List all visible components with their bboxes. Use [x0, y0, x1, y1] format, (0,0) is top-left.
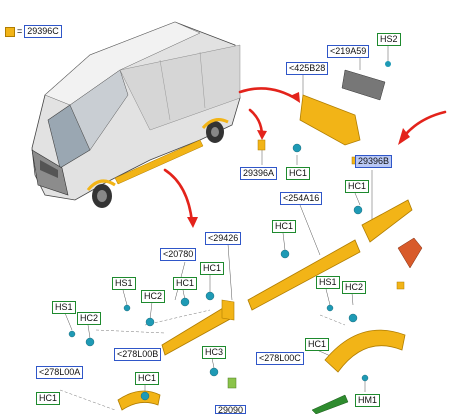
wheel-arch-trims [117, 329, 406, 414]
van-illustration [31, 21, 241, 208]
legend-equals: = [17, 26, 23, 36]
part-label-425B28[interactable]: <425B28 [286, 62, 329, 75]
fastener-label-hs1-a[interactable]: HS1 [112, 277, 136, 290]
fastener-label-hs1-c[interactable]: HS1 [52, 301, 76, 314]
part-label-219A59[interactable]: <219A59 [327, 45, 370, 58]
fastener-label-hc1-a[interactable]: HC1 [286, 167, 311, 180]
fastener-clips [68, 143, 369, 401]
fastener-label-hc2-b[interactable]: HC2 [342, 281, 367, 294]
fastener-label-hc2-c[interactable]: HC2 [77, 312, 102, 325]
fastener-label-hc1-g[interactable]: HC1 [305, 338, 330, 351]
part-label-254A16[interactable]: <254A16 [280, 192, 323, 205]
fastener-label-hm1[interactable]: HM1 [355, 394, 381, 407]
legend-part-label[interactable]: 29396C [24, 25, 62, 38]
part-label-29426[interactable]: <29426 [205, 232, 242, 245]
fastener-label-hc3[interactable]: HC3 [202, 346, 227, 359]
part-label-278L00B[interactable]: <278L00B [114, 348, 162, 361]
side-mouldings [161, 239, 361, 356]
legend: = 29396C [5, 25, 62, 38]
fastener-label-hs2[interactable]: HS2 [377, 33, 401, 46]
leader-lines [64, 45, 389, 394]
dashed-guides [59, 309, 346, 411]
yellow-square-icon [5, 26, 15, 37]
fastener-label-hc1-c[interactable]: HC1 [272, 220, 297, 233]
rear-quarter-moulding [361, 199, 423, 269]
part-label-29396A[interactable]: 29396A [240, 167, 278, 180]
part-label-29090[interactable]: 29090 [215, 405, 247, 414]
fastener-label-hc1-b[interactable]: HC1 [345, 180, 370, 193]
fastener-label-hc2-a[interactable]: HC2 [141, 290, 166, 303]
part-label-278L00A[interactable]: <278L00A [36, 366, 84, 379]
rear-trim-part [299, 61, 391, 146]
fastener-label-hc1-d[interactable]: HC1 [200, 262, 225, 275]
part-label-278L00C[interactable]: <278L00C [256, 352, 304, 365]
fastener-label-hs1-b[interactable]: HS1 [316, 276, 340, 289]
fastener-label-hc1-h[interactable]: HC1 [36, 392, 61, 405]
arrow-heads [187, 92, 410, 228]
fastener-label-hc1-e[interactable]: HC1 [173, 277, 198, 290]
part-label-29396B[interactable]: 29396B [355, 155, 393, 168]
green-clip [227, 377, 237, 389]
fastener-label-hc1-f[interactable]: HC1 [135, 372, 160, 385]
part-label-20780[interactable]: <20780 [160, 248, 197, 261]
